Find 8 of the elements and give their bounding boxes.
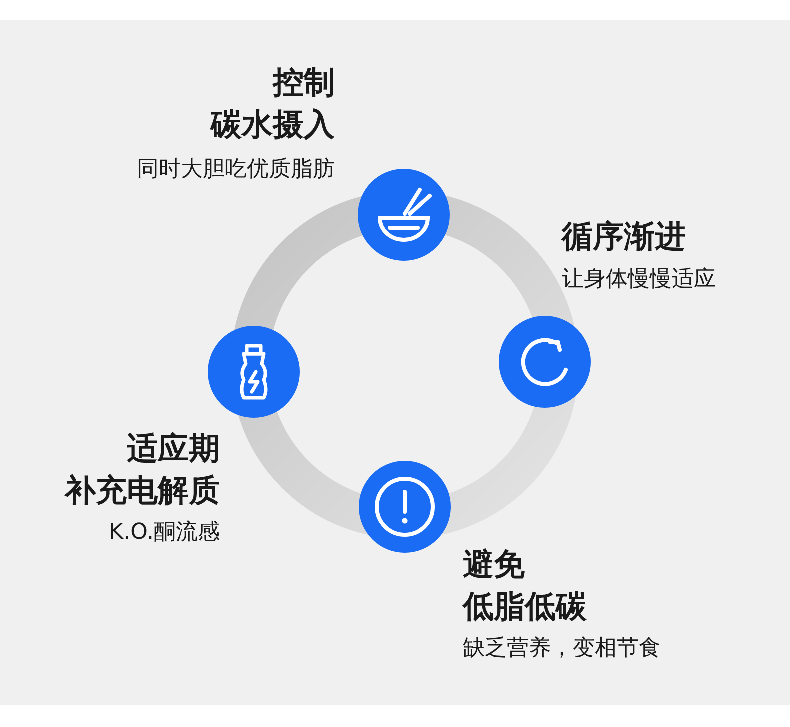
heading: 控制碳水摄入 <box>211 64 335 145</box>
heading: 适应期补充电解质 <box>65 430 220 511</box>
body-text: 缺乏营养，变相节食 <box>463 635 661 663</box>
body-text: 同时大胆吃优质脂肪 <box>137 156 335 184</box>
heading: 循序渐进 <box>562 218 686 257</box>
heading: 避免低脂低碳 <box>463 546 587 627</box>
body-text: K.O.酮流感 <box>109 519 220 547</box>
body-text: 让身体慢慢适应 <box>562 266 716 294</box>
